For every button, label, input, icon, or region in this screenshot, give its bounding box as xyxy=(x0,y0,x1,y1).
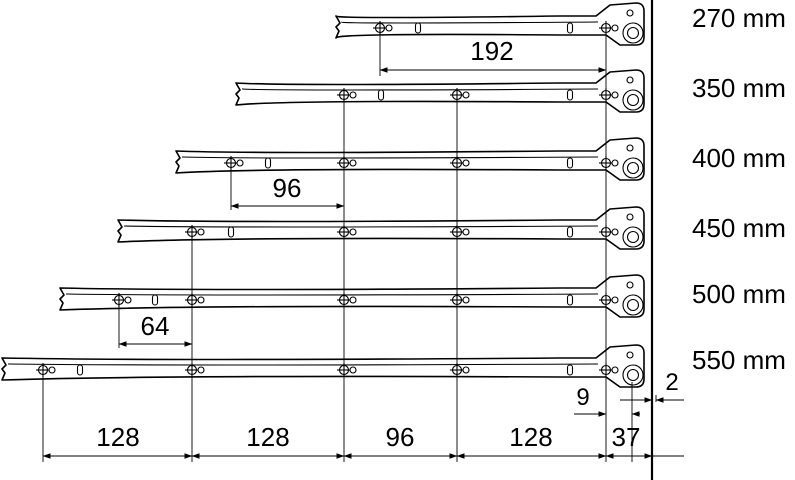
rail-6 xyxy=(1,344,645,388)
rail-2 xyxy=(235,69,645,113)
screw-aux-hole xyxy=(349,296,357,304)
rail-flange xyxy=(181,156,599,159)
screw-aux-hole xyxy=(349,228,357,236)
bracket-hole xyxy=(626,351,634,359)
rail-slot xyxy=(566,364,574,376)
screw-aux-hole xyxy=(349,91,357,99)
rails-group xyxy=(1,2,645,388)
length-labels: 270 mm 350 mm 400 mm 450 mm 500 mm 550 m… xyxy=(692,3,786,375)
screw-aux-hole xyxy=(197,366,205,374)
rail-slot xyxy=(566,294,574,306)
screw-aux-hole xyxy=(236,159,244,167)
rail-slot xyxy=(566,157,574,169)
rail-slot xyxy=(227,226,235,238)
screw-aux-hole xyxy=(611,228,619,236)
dim-label-96-mid: 96 xyxy=(273,173,302,203)
screw-aux-hole xyxy=(611,91,619,99)
bracket-hole xyxy=(626,9,634,17)
screw-aux-hole xyxy=(48,366,56,374)
rail-1 xyxy=(335,2,645,46)
rail-flange xyxy=(65,293,599,296)
rail-slot xyxy=(414,22,422,34)
dimension-lines xyxy=(42,67,684,459)
roller-hub xyxy=(626,368,640,382)
length-label-400: 400 mm xyxy=(692,143,786,173)
screw-aux-hole xyxy=(611,159,619,167)
screw-aux-hole xyxy=(462,91,470,99)
rail-5 xyxy=(59,274,645,318)
screw-aux-hole xyxy=(462,296,470,304)
dim-label-192: 192 xyxy=(470,36,513,66)
screw-aux-hole xyxy=(349,159,357,167)
roller-hub xyxy=(626,230,640,244)
dim-label-64: 64 xyxy=(141,311,170,341)
screw-aux-hole xyxy=(462,228,470,236)
rail-slot xyxy=(76,364,84,376)
dim-label-2: 2 xyxy=(665,369,678,396)
screw-aux-hole xyxy=(197,296,205,304)
rail-slot xyxy=(264,157,272,169)
screw-aux-hole xyxy=(124,296,132,304)
screw-aux-hole xyxy=(462,159,470,167)
rail-flange xyxy=(341,21,599,24)
rail-body xyxy=(235,69,645,113)
rail-body xyxy=(335,2,645,46)
rail-slot xyxy=(377,89,385,101)
length-label-500: 500 mm xyxy=(692,279,786,309)
rail-slot xyxy=(151,294,159,306)
screw-aux-hole xyxy=(197,228,205,236)
screw-aux-hole xyxy=(385,24,393,32)
dimension-labels: 192 96 64 128 128 96 128 9 37 2 xyxy=(96,36,678,452)
dim-label-9: 9 xyxy=(576,384,589,411)
dim-label-96-bottom: 96 xyxy=(386,422,415,452)
length-label-270: 270 mm xyxy=(692,3,786,33)
rail-slot xyxy=(566,89,574,101)
rail-flange xyxy=(7,363,599,366)
screw-aux-hole xyxy=(611,296,619,304)
dim-label-128-b: 128 xyxy=(246,422,289,452)
dim-label-37: 37 xyxy=(612,422,641,452)
bracket-hole xyxy=(626,281,634,289)
rail-flange xyxy=(241,88,599,91)
length-label-450: 450 mm xyxy=(692,213,786,243)
rail-body xyxy=(175,137,645,181)
rail-flange xyxy=(123,225,599,228)
screw-aux-hole xyxy=(611,24,619,32)
length-label-350: 350 mm xyxy=(692,73,786,103)
roller-hub xyxy=(626,161,640,175)
rail-4 xyxy=(117,206,645,250)
rail-3 xyxy=(175,137,645,181)
rail-body xyxy=(117,206,645,250)
screw-aux-hole xyxy=(462,366,470,374)
roller-hub xyxy=(626,93,640,107)
rail-slot xyxy=(566,22,574,34)
bracket-hole xyxy=(626,76,634,84)
dim-label-128-a: 128 xyxy=(96,422,139,452)
rail-body xyxy=(1,344,645,388)
rail-body xyxy=(59,274,645,318)
roller-hub xyxy=(626,26,640,40)
screw-aux-hole xyxy=(349,366,357,374)
length-label-550: 550 mm xyxy=(692,345,786,375)
screw-aux-hole xyxy=(611,366,619,374)
roller-hub xyxy=(626,298,640,312)
bracket-hole xyxy=(626,144,634,152)
bracket-hole xyxy=(626,213,634,221)
rail-slot xyxy=(566,226,574,238)
dim-label-128-c: 128 xyxy=(509,422,552,452)
